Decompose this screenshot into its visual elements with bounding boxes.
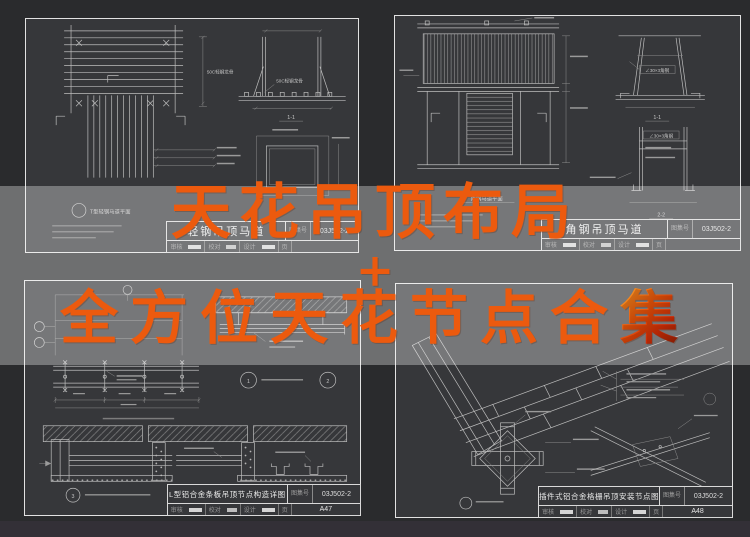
signature-row: 审核 校对 设计 页 [541,238,740,250]
watermark-line2-flame-char: 集 [620,284,691,352]
plan-caption: 角钢马道平面 [471,194,504,202]
atlas-number: 03J502-2 [693,492,724,500]
atlas-cell: 图集号 03J502-2 [287,485,360,503]
page-number [290,241,358,252]
review-label: 审核 [170,245,183,251]
runner-label: 50C轻钢龙骨 [207,69,234,76]
signature-mark [560,509,574,514]
detail-bubble-3 [65,487,81,503]
sheet-title: L型铝合金条板吊顶节点构造详图 [169,489,286,499]
connector-axon-detail [590,414,718,487]
cad-drawing-bl: 1 2 [34,285,348,503]
signature-mark [598,509,609,514]
atlas-cell: 图集号 03J502-2 [285,222,358,240]
sheet-light-steel-catwalk: 50C轻钢龙骨 T型轻钢马道平面 50C轻钢龙骨 1-1 [25,18,359,253]
atlas-number: 03J502-2 [321,490,352,498]
signature-mark [633,509,647,514]
plan-view: 50C轻钢龙骨 T型轻钢马道平面 [52,24,241,239]
sheet-ceiling-node-details: 1 2 [24,280,361,516]
cad-drawing-tr: 角钢马道平面 ∠30×3角钢 1-1 ∠30×3角钢 [399,16,705,228]
atlas-label: 图集号 [286,222,311,240]
axonometric-frame [411,323,730,457]
section-mark: 1-1 [287,115,295,121]
section-mark-2: 2-2 [657,212,665,218]
signature-mark [261,507,275,512]
proof-label: 校对 [204,241,223,252]
design-label: 设计 [239,504,259,515]
sheet-title: 插件式铝合金格栅吊顶安装节点图 [539,491,659,501]
sheet-title: 轻钢吊顶马道 [187,226,266,238]
plan-caption: T型轻钢马道平面 [90,207,131,215]
signature-mark [188,244,202,249]
angle-label-2: ∠30×3角钢 [649,132,673,139]
title-block: 角钢吊顶马道 图集号 03J502-2 审核 校对 设计 页 [540,219,741,251]
detail-bubble-1 [240,371,257,389]
signature-mark [562,242,576,247]
page-label: 页 [649,506,662,517]
section-view-1: ∠30×3角钢 1-1 [615,35,705,122]
signature-mark [261,244,275,249]
design-label: 设计 [611,506,630,517]
detail-bubble-2 [319,371,337,389]
atlas-label: 图集号 [288,485,313,503]
watermark-title-line1: 天花吊顶布局 [171,178,579,248]
atlas-number: 03J502-2 [701,225,732,233]
title-block: L型铝合金条板吊顶节点构造详图 图集号 03J502-2 审核 校对 设计 页 … [166,484,361,516]
bubble-number-2: 2 [326,379,329,385]
angle-label: ∠30×3角钢 [645,67,669,74]
title-block: 插件式铝合金格栅吊顶安装节点图 图集号 03J502-2 审核 校对 设计 页 … [538,486,733,518]
signature-mark [226,244,237,249]
bubble-number-1: 1 [247,379,250,385]
detail-bubble [459,496,473,510]
title-block: 轻钢吊顶马道 图集号 03J502-2 审核 校对 设计 页 [166,221,359,253]
proof-label: 校对 [204,504,224,515]
atlas-cell: 图集号 03J502-2 [667,220,740,238]
sheet-title: 角钢吊顶马道 [565,224,644,236]
runner-label-2: 50C轻钢龙骨 [276,77,303,84]
connector-plan-detail [459,410,605,510]
section-view: 50C轻钢龙骨 1-1 [238,29,350,196]
page-label: 页 [277,504,291,515]
bubble-number-3: 3 [72,494,75,500]
soffit-details: 3 [39,425,348,503]
design-label: 设计 [613,239,633,250]
review-label: 审核 [542,510,555,516]
cad-drawing-tl: 50C轻钢龙骨 T型轻钢马道平面 50C轻钢龙骨 1-1 [52,24,350,239]
highlight-band [0,186,750,365]
watermark-plus-sign: + [355,243,395,297]
signature-mark [188,507,202,512]
review-label: 审核 [544,243,557,249]
signature-row: 审核 校对 设计 页 A48 [539,505,732,517]
signature-row: 审核 校对 设计 页 [167,240,358,252]
review-label: 审核 [170,508,183,514]
edge-detail: 1 2 [215,296,348,389]
framing-plan [34,285,201,420]
sheet-grid-ceiling-axon: 插件式铝合金格栅吊顶安装节点图 图集号 03J502-2 审核 校对 设计 页 … [395,283,733,518]
page-label: 页 [651,239,665,250]
cad-drawing-br [411,323,730,510]
section-view-2: ∠30×3角钢 2-2 [589,127,697,219]
sheet-angle-steel-catwalk: 角钢马道平面 ∠30×3角钢 1-1 ∠30×3角钢 [394,15,741,251]
watermark-title-line2: 全方位天花节点合集 [0,289,750,347]
page-number: A48 [662,506,732,517]
bottom-strip [0,521,750,537]
proof-label: 校对 [576,506,595,517]
proof-label: 校对 [578,239,598,250]
detail-bubble [71,203,87,218]
page-number: A47 [290,504,360,515]
atlas-cell: 图集号 03J502-2 [659,487,732,505]
atlas-number: 03J502-2 [319,227,350,235]
page-label: 页 [277,241,291,252]
watermark-line2-head: 全方位天花节点合 [59,284,620,352]
atlas-label: 图集号 [660,487,685,505]
signature-row: 审核 校对 设计 页 A47 [167,503,360,515]
plan-view: 角钢马道平面 [399,16,588,228]
section-mark-1: 1-1 [653,115,661,121]
page-number [664,239,740,250]
signature-mark [226,507,237,512]
signature-mark [600,242,611,247]
design-label: 设计 [239,241,258,252]
atlas-label: 图集号 [668,220,693,238]
signature-mark [635,242,649,247]
